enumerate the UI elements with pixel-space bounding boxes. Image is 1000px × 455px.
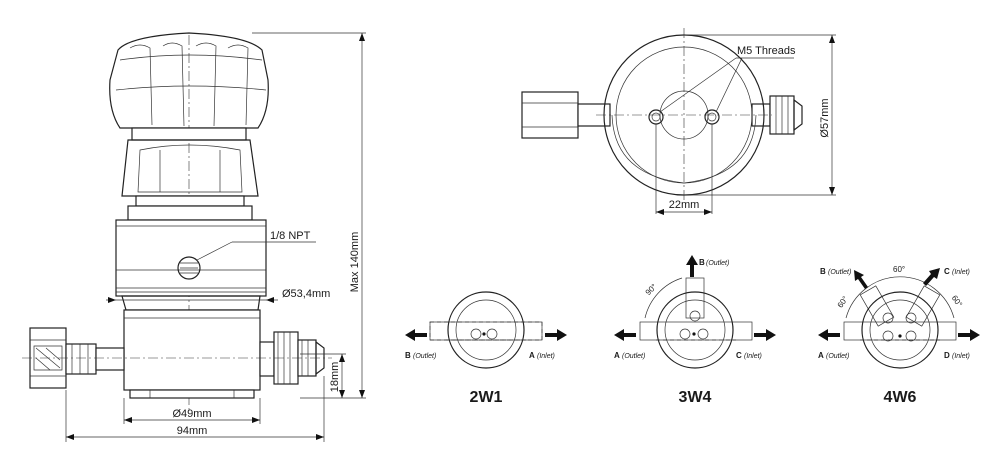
port-a-letter-4w6: A xyxy=(818,351,824,360)
body xyxy=(115,219,267,297)
port-b-role-3w4: (Outlet) xyxy=(706,260,729,267)
dim-height: Max 140mm xyxy=(252,32,366,399)
lower-body xyxy=(121,295,261,399)
dim-height-label: Max 140mm xyxy=(349,232,361,293)
knob xyxy=(109,32,269,197)
neck xyxy=(135,195,245,207)
dim-base-height: 18mm xyxy=(300,353,346,398)
dim-port-label: 1/8 NPT xyxy=(270,230,311,242)
config-code-3w4: 3W4 xyxy=(679,389,712,406)
dim-base-dia-label: Ø49mm xyxy=(172,408,211,420)
port-c-letter-4w6: C xyxy=(944,267,950,276)
dim-width-label: 94mm xyxy=(177,425,208,437)
port-b-letter-4w6: B xyxy=(820,267,826,276)
port-a-role-4w6: (Outlet) xyxy=(826,353,849,360)
dim-port: 1/8 NPT xyxy=(196,230,316,261)
arrow-b-outlet-3w4 xyxy=(686,255,698,277)
config-4w6: 60° 60° 60° B (Outlet) C (Inlet) A (Outl… xyxy=(818,265,980,406)
arrow-b-outlet-4w6 xyxy=(854,270,868,289)
config-code-4w6: 4W6 xyxy=(884,389,917,406)
port-a-role: (Inlet) xyxy=(537,353,555,360)
threads-label: M5 Threads xyxy=(737,45,796,57)
dim-body-dia: Ø53,4mm xyxy=(106,288,330,303)
config-2w1: B (Outlet) A (Inlet) 2W1 xyxy=(405,291,567,406)
top-view: M5 Threads Ø57mm 22mm xyxy=(521,28,836,215)
dim-body-dia-label: Ø53,4mm xyxy=(282,288,330,300)
arrow-a-inlet xyxy=(545,329,567,341)
port-b-role: (Outlet) xyxy=(413,353,436,360)
port-a-letter: A xyxy=(529,351,535,360)
angle-4w6-right: 60° xyxy=(950,294,964,309)
port-d-role-4w6: (Inlet) xyxy=(952,353,970,360)
dim-width: 94mm xyxy=(65,376,325,442)
port-d-letter-4w6: D xyxy=(944,351,950,360)
top-spacing-label: 22mm xyxy=(669,199,700,211)
port-b-letter: B xyxy=(405,351,411,360)
port-a-role-3w4: (Outlet) xyxy=(622,353,645,360)
arrow-c-inlet-4w6 xyxy=(923,268,940,286)
port-b-role-4w6: (Outlet) xyxy=(828,269,851,276)
dim-base-dia: Ø49mm xyxy=(123,398,261,424)
bonnet-ring xyxy=(127,205,253,221)
arrow-b-outlet xyxy=(405,329,427,341)
top-left-fitting xyxy=(521,91,579,139)
dim-base-height-label: 18mm xyxy=(329,362,341,393)
angle-4w6-left: 60° xyxy=(836,294,850,309)
port-c-role-3w4: (Inlet) xyxy=(744,353,762,360)
gauge-port xyxy=(177,256,201,280)
port-a-letter-3w4: A xyxy=(614,351,620,360)
port-c-letter-3w4: C xyxy=(736,351,742,360)
arrow-d-inlet-4w6 xyxy=(958,329,980,341)
arrow-c-inlet-3w4 xyxy=(754,329,776,341)
port-b-letter-3w4: B xyxy=(699,258,705,267)
angle-4w6-top: 60° xyxy=(893,265,905,274)
config-3w4: 90° B (Outlet) A (Outlet) C (Inlet) 3W4 xyxy=(614,255,776,406)
front-view: Max 140mm 1/8 NPT Ø53,4mm Ø49mm xyxy=(22,32,366,442)
top-dia-label: Ø57mm xyxy=(819,98,831,137)
thread-hole-right xyxy=(704,109,720,125)
config-code-2w1: 2W1 xyxy=(470,389,503,406)
arrow-a-outlet-3w4 xyxy=(614,329,636,341)
thread-hole-left xyxy=(648,109,664,125)
arrow-a-outlet-4w6 xyxy=(818,329,840,341)
port-c-role-4w6: (Inlet) xyxy=(952,269,970,276)
